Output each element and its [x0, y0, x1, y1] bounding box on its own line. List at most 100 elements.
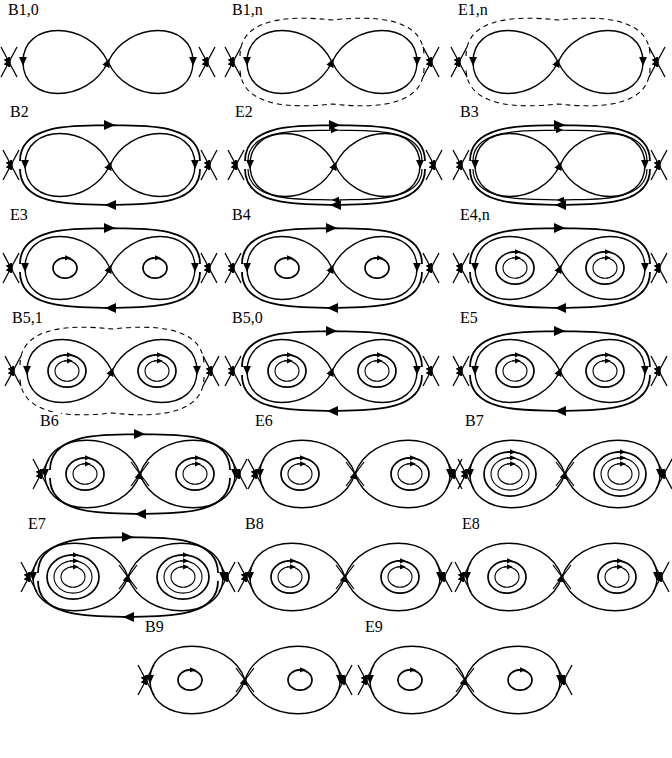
case-label: E3 — [8, 206, 30, 224]
flow-arrow — [512, 360, 518, 361]
outer-orbit — [20, 272, 200, 308]
saddle — [138, 665, 154, 695]
inner-cycle — [53, 258, 77, 278]
separatrix — [25, 237, 195, 300]
flow-arrow — [287, 566, 293, 567]
saddle — [656, 459, 672, 489]
flow-arrow — [192, 463, 198, 464]
flow-arrow — [407, 463, 413, 464]
flow-arrow — [507, 451, 513, 452]
outer-orbit — [470, 331, 650, 367]
phase-portrait — [358, 646, 572, 714]
outer-orbit — [242, 331, 422, 367]
case-label: B1,0 — [6, 1, 41, 19]
separatrix — [250, 543, 440, 611]
saddle — [651, 150, 667, 180]
flow-arrow — [374, 354, 380, 355]
saddle — [651, 150, 667, 180]
flow-arrow — [180, 554, 186, 555]
inner-cycle — [503, 361, 527, 381]
inner-cycle — [73, 464, 97, 484]
inner-cycle — [171, 567, 195, 587]
saddle — [199, 47, 215, 77]
case-label: B3 — [458, 103, 481, 121]
case-label: E2 — [233, 103, 255, 121]
saddle — [453, 253, 469, 283]
flow-arrow — [82, 457, 88, 458]
flow-arrow — [617, 451, 623, 452]
inner-cycle — [586, 252, 624, 284]
phase-portrait — [1, 31, 215, 94]
phase-portrait — [453, 331, 667, 411]
saddle — [446, 459, 462, 489]
outer-orbit — [242, 272, 422, 308]
saddle — [231, 459, 247, 489]
saddle — [653, 562, 669, 592]
inner-cycle — [157, 555, 209, 599]
saddle — [423, 356, 439, 386]
flow-arrow — [287, 560, 293, 561]
separatrix — [27, 340, 197, 403]
outer-orbit — [470, 125, 650, 161]
saddle — [225, 356, 241, 386]
flow-arrow — [602, 251, 608, 252]
flow-arrow — [297, 669, 303, 670]
outer-orbit — [470, 375, 650, 411]
saddle — [556, 462, 574, 486]
saddle — [131, 462, 149, 486]
separatrix — [247, 31, 417, 94]
inner-cycle — [275, 361, 299, 381]
flow-arrow — [614, 566, 620, 567]
saddle — [5, 356, 21, 386]
outer-orbit — [470, 272, 650, 308]
flow-arrow — [62, 257, 68, 258]
inner-cycle — [288, 464, 312, 484]
inner-cycle — [48, 355, 86, 387]
saddle — [651, 356, 667, 386]
phase-portrait — [228, 125, 442, 205]
separatrix — [467, 543, 657, 611]
inner-cycle — [145, 361, 169, 381]
saddle — [225, 356, 241, 386]
phase-portrait — [451, 18, 665, 106]
flow-arrow — [152, 257, 158, 258]
flow-arrow — [512, 251, 518, 252]
inner-cycle — [358, 355, 396, 387]
inner-cycle — [55, 361, 79, 381]
saddle — [238, 562, 254, 592]
saddle — [436, 562, 452, 592]
saddle — [231, 459, 247, 489]
saddle — [456, 668, 474, 692]
separatrix — [247, 237, 417, 300]
flow-arrow — [70, 554, 76, 555]
outer-orbit — [470, 169, 650, 205]
saddle — [225, 47, 241, 77]
flow-arrow — [512, 354, 518, 355]
flow-arrow — [374, 360, 380, 361]
inner-cycle — [593, 258, 617, 278]
flow-arrow — [180, 566, 186, 567]
phase-portrait — [3, 125, 217, 205]
saddle — [199, 47, 215, 77]
saddle — [201, 253, 217, 283]
inner-cycle — [601, 458, 639, 490]
case-label: B5,0 — [230, 309, 265, 327]
separatrix — [475, 237, 645, 300]
flow-arrow — [192, 457, 198, 458]
phase-portrait — [33, 434, 247, 514]
saddle — [456, 668, 474, 692]
phase-portrait — [225, 18, 439, 106]
saddle — [423, 47, 439, 77]
saddle — [649, 47, 665, 77]
inner-cycle — [365, 258, 389, 278]
inner-cycle — [598, 561, 636, 593]
inner-cycle — [61, 567, 85, 587]
saddle — [436, 562, 452, 592]
flow-arrow — [602, 360, 608, 361]
phase-portrait — [458, 440, 672, 508]
saddle — [1, 47, 17, 77]
saddle — [653, 562, 669, 592]
saddle — [201, 150, 217, 180]
inner-cycle — [498, 464, 522, 484]
